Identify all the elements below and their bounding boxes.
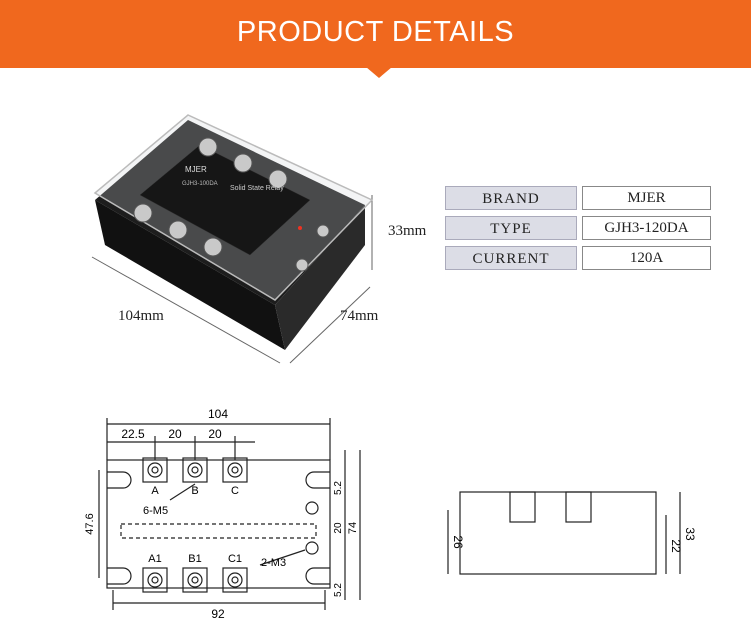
dim-spacing-1: 22.5	[121, 427, 145, 441]
banner-title: PRODUCT DETAILS	[236, 16, 515, 48]
dim-overall-width: 104	[208, 407, 228, 421]
spec-key: CURRENT	[445, 246, 577, 270]
dim-spacing-2: 20	[168, 427, 182, 441]
dim-right-3: 74	[347, 522, 359, 534]
dim-bottom-width: 92	[211, 607, 225, 621]
screw-label-bottom: 2-M3	[261, 557, 286, 569]
terminal-label-b1: B1	[188, 553, 201, 565]
relay-type-text: Solid State Relay	[230, 185, 284, 192]
relay-model-text: GJH3-100DA	[182, 181, 218, 187]
dim-side-right-2: 33	[683, 527, 697, 541]
dim-height-left: 47.6	[84, 513, 96, 534]
header-banner	[0, 0, 751, 68]
terminal-label-a1: A1	[148, 553, 161, 565]
spec-row-current: CURRENT 120A	[445, 246, 711, 270]
dim-side-left: 26	[451, 535, 465, 549]
spec-value: MJER	[582, 186, 711, 210]
banner-notch	[366, 67, 392, 78]
terminal-label-b: B	[191, 485, 198, 497]
dim-side-right-1: 22	[669, 539, 683, 553]
spec-row-type: TYPE GJH3-120DA	[445, 216, 711, 240]
spec-value: 120A	[582, 246, 711, 270]
screw-label-top: 6-M5	[143, 505, 168, 517]
dim-height-label: 33mm	[388, 223, 427, 239]
relay-brand-text: MJER	[185, 165, 207, 174]
terminal-label-a: A	[151, 485, 159, 497]
side-view-drawing: 26 22 33	[447, 491, 697, 575]
terminal-label-c: C	[231, 485, 239, 497]
dim-right-2: 20	[333, 522, 344, 534]
spec-row-brand: BRAND MJER	[445, 186, 711, 210]
spec-value: GJH3-120DA	[582, 216, 711, 240]
product-photo: MJER GJH3-100DA Solid State Relay	[91, 114, 374, 364]
top-view-drawing: 104 22.5 20 20 A B C 6-M5 A1 B1 C1 2-M3 …	[84, 407, 361, 621]
dim-right-4: 5.2	[333, 583, 344, 597]
dim-length-label: 104mm	[118, 308, 164, 324]
terminal-label-c1: C1	[228, 553, 242, 565]
spec-key: TYPE	[445, 216, 577, 240]
dim-right-1: 5.2	[333, 481, 344, 495]
spec-key: BRAND	[445, 186, 577, 210]
dim-width-label: 74mm	[340, 308, 379, 324]
spec-table: BRAND MJER TYPE GJH3-120DA CURRENT 120A	[445, 186, 711, 276]
dim-spacing-3: 20	[208, 427, 222, 441]
